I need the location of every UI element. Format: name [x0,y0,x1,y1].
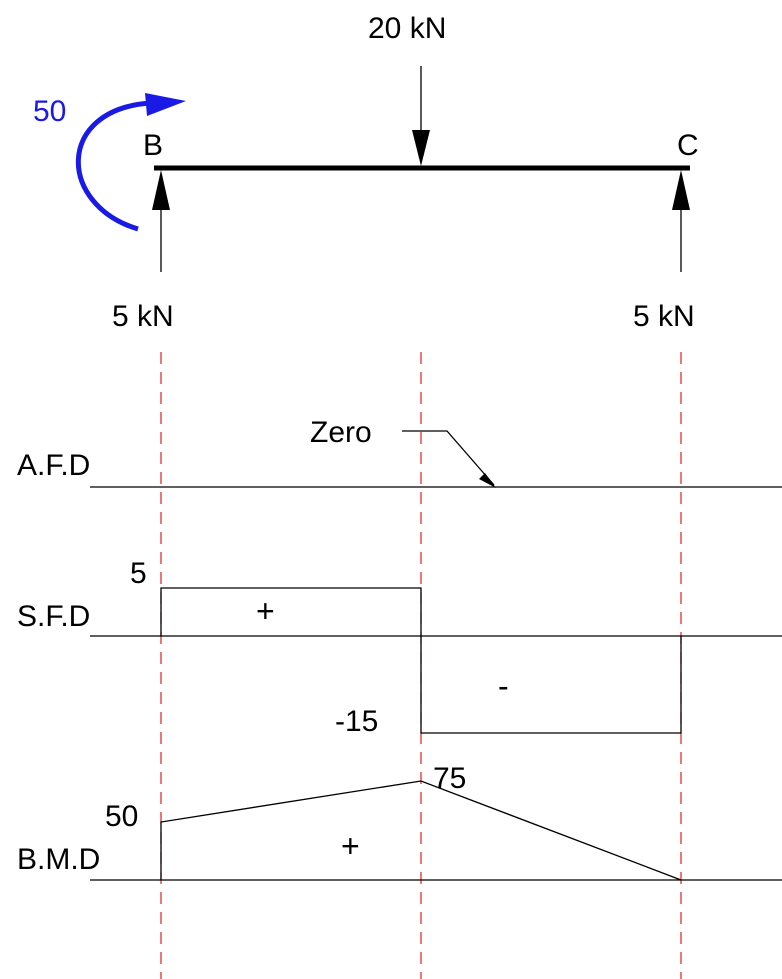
afd-label: A.F.D [17,449,90,482]
reaction-arrowhead-b [152,170,170,210]
bmd-peak-value: 75 [433,762,466,795]
support-label-c: C [677,129,699,162]
point-load-label: 20 kN [368,12,446,45]
moment-label: 50 [33,95,66,128]
bmd-left-value: 50 [105,800,138,833]
support-label-b: B [143,129,163,162]
bmd-sign: + [341,828,360,864]
afd-leader-line [402,430,495,486]
moment-arrowhead [145,93,186,116]
bmd-label: B.M.D [17,843,100,876]
afd-zero-note: Zero [310,416,372,449]
reaction-label-c: 5 kN [633,300,695,333]
sfd-negative-sign: - [498,668,509,704]
reaction-arrowhead-c [672,170,690,210]
bmd-outline [160,780,682,881]
sfd-outline [160,587,682,734]
afd-leader-arrowhead [479,473,496,488]
point-load-arrowhead [412,130,430,166]
sfd-positive-sign: + [256,593,275,629]
reaction-label-b: 5 kN [112,300,174,333]
sfd-positive-value: 5 [130,557,147,590]
sfd-negative-value: -15 [335,705,378,738]
sfd-label: S.F.D [17,600,90,633]
moment-arc [75,100,151,232]
